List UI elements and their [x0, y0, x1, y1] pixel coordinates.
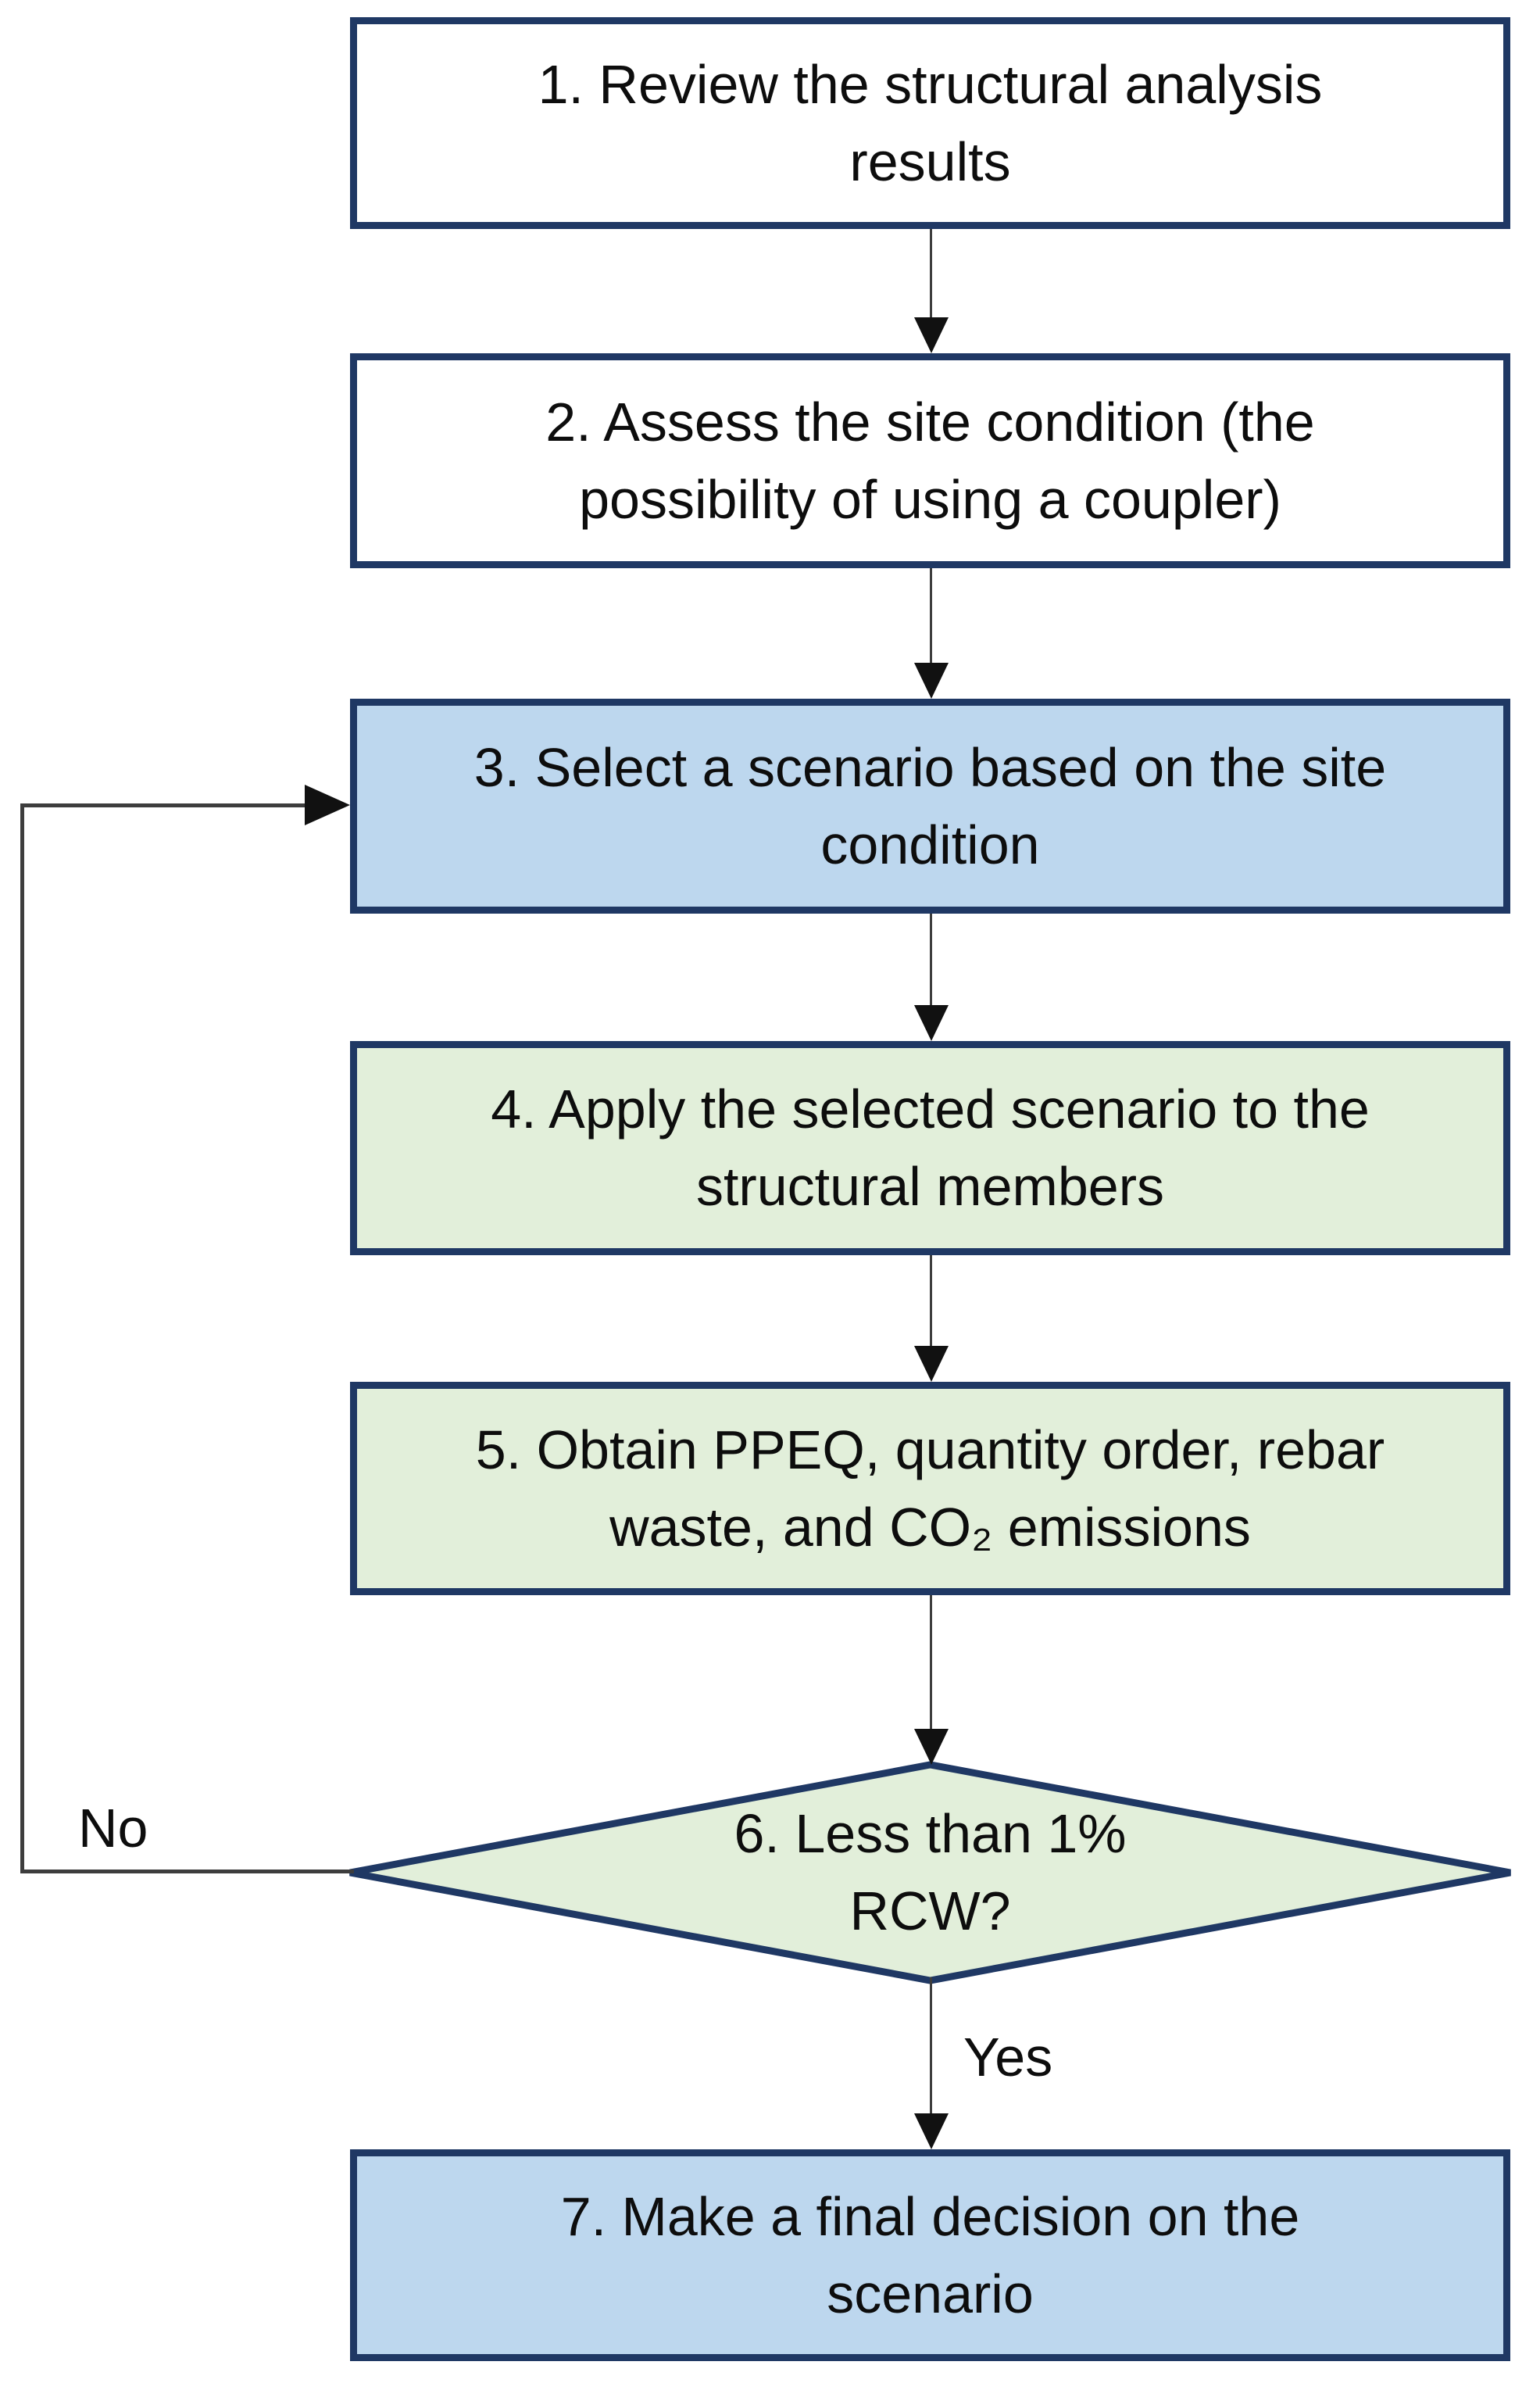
node-step7-line2: scenario	[827, 2263, 1034, 2324]
connector-decision6-step7	[930, 1977, 932, 2113]
connector-step5-decision6	[930, 1595, 932, 1729]
node-step5-line2: waste, and CO₂ emissions	[609, 1496, 1251, 1558]
node-step7: 7. Make a final decision on the scenario	[350, 2149, 1510, 2361]
no-loop-top-segment	[20, 803, 306, 807]
connector-step1-step2	[930, 229, 932, 317]
node-step1-line2: results	[849, 131, 1011, 192]
down-arrowhead-icon	[914, 1005, 949, 1041]
down-arrowhead-icon	[914, 1729, 949, 1765]
node-step5-line1: 5. Obtain PPEQ, quantity order, rebar	[475, 1419, 1385, 1480]
node-step4-line1: 4. Apply the selected scenario to the	[491, 1079, 1370, 1140]
edge-label-yes: Yes	[963, 2027, 1053, 2088]
node-step5: 5. Obtain PPEQ, quantity order, rebar wa…	[350, 1382, 1510, 1595]
node-step3-line1: 3. Select a scenario based on the site	[473, 736, 1387, 798]
node-step2-line1: 2. Assess the site condition (the	[545, 391, 1315, 453]
diamond-shape	[349, 1761, 1511, 1984]
connector-step2-step3	[930, 568, 932, 663]
connector-step3-step4	[930, 914, 932, 1005]
right-arrowhead-icon	[305, 785, 350, 825]
node-step2: 2. Assess the site condition (the possib…	[350, 353, 1510, 568]
edge-label-no: No	[78, 1798, 148, 1859]
node-step3-line2: condition	[820, 814, 1040, 875]
node-decision6-diamond	[349, 1761, 1511, 1984]
node-step4: 4. Apply the selected scenario to the st…	[350, 1041, 1510, 1255]
node-step1: 1. Review the structural analysis result…	[350, 17, 1510, 229]
connector-step4-step5	[930, 1255, 932, 1346]
node-step4-line2: structural members	[695, 1156, 1165, 1217]
node-step1-line1: 1. Review the structural analysis	[538, 53, 1323, 115]
down-arrowhead-icon	[914, 1346, 949, 1382]
node-decision6-line2: RCW?	[849, 1880, 1011, 1941]
down-arrowhead-icon	[914, 317, 949, 353]
no-loop-vertical-segment	[20, 803, 24, 1873]
node-decision6-line1: 6. Less than 1%	[734, 1803, 1127, 1864]
down-arrowhead-icon	[914, 663, 949, 699]
down-arrowhead-icon	[914, 2113, 949, 2149]
node-decision6: 6. Less than 1% RCW?	[345, 1760, 1516, 1985]
node-step2-line2: possibility of using a coupler)	[579, 468, 1281, 530]
node-step3: 3. Select a scenario based on the site c…	[350, 699, 1510, 914]
no-loop-bottom-segment	[20, 1870, 354, 1873]
node-step7-line1: 7. Make a final decision on the	[560, 2185, 1300, 2247]
